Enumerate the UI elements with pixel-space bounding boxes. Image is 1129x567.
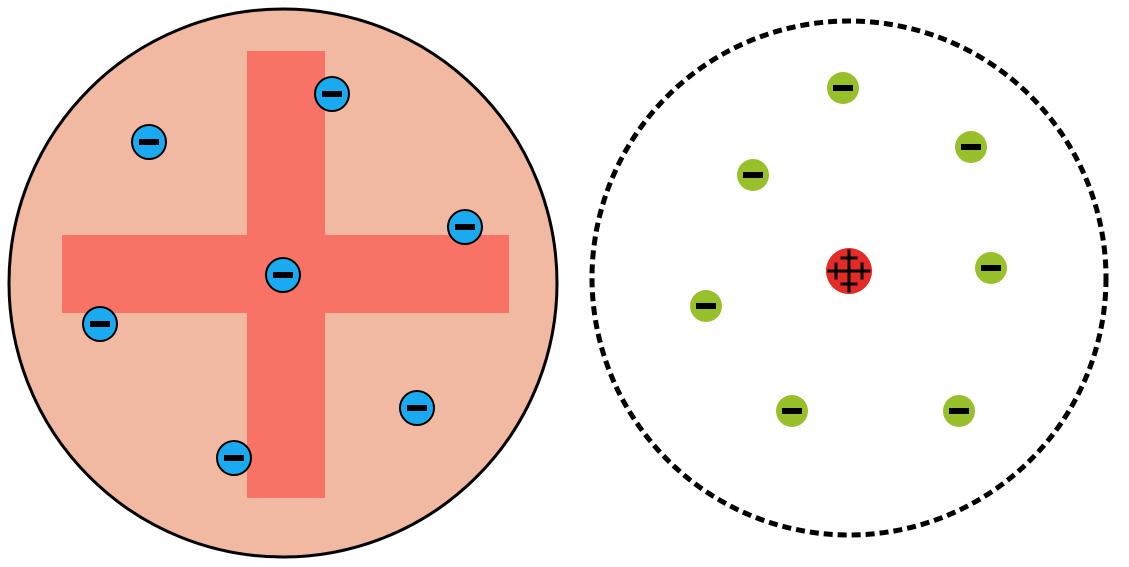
nucleus [826,248,872,294]
pudding-electron-1 [314,76,350,112]
nuclear-electron-2 [955,131,987,163]
minus-sign-icon [90,321,110,327]
nuclear-electron-3 [737,159,769,191]
minus-sign-icon [782,408,802,414]
minus-sign-icon [455,224,475,230]
minus-sign-icon [273,272,293,278]
nuclear-atom-model [589,18,1109,538]
minus-sign-icon [322,91,342,97]
pudding-electron-3 [447,209,483,245]
minus-sign-icon [139,139,159,145]
nuclear-electron-5 [690,290,722,322]
minus-sign-icon [981,265,1001,271]
nuclear-electron-4 [975,252,1007,284]
minus-sign-icon [696,303,716,309]
atom-boundary-dashed-circle [589,18,1109,538]
pudding-electron-7 [216,440,252,476]
pudding-electron-5 [82,306,118,342]
nuclear-electron-7 [943,395,975,427]
nuclear-electron-1 [827,72,859,104]
plum-pudding-model [7,7,559,559]
minus-sign-icon [743,172,763,178]
pudding-electron-2 [131,124,167,160]
minus-sign-icon [961,144,981,150]
pudding-electron-4 [265,257,301,293]
minus-sign-icon [407,405,427,411]
minus-sign-icon [224,455,244,461]
nuclear-electron-6 [776,395,808,427]
minus-sign-icon [949,408,969,414]
plus-cluster-icon [827,249,871,293]
minus-sign-icon [833,85,853,91]
pudding-electron-6 [399,390,435,426]
